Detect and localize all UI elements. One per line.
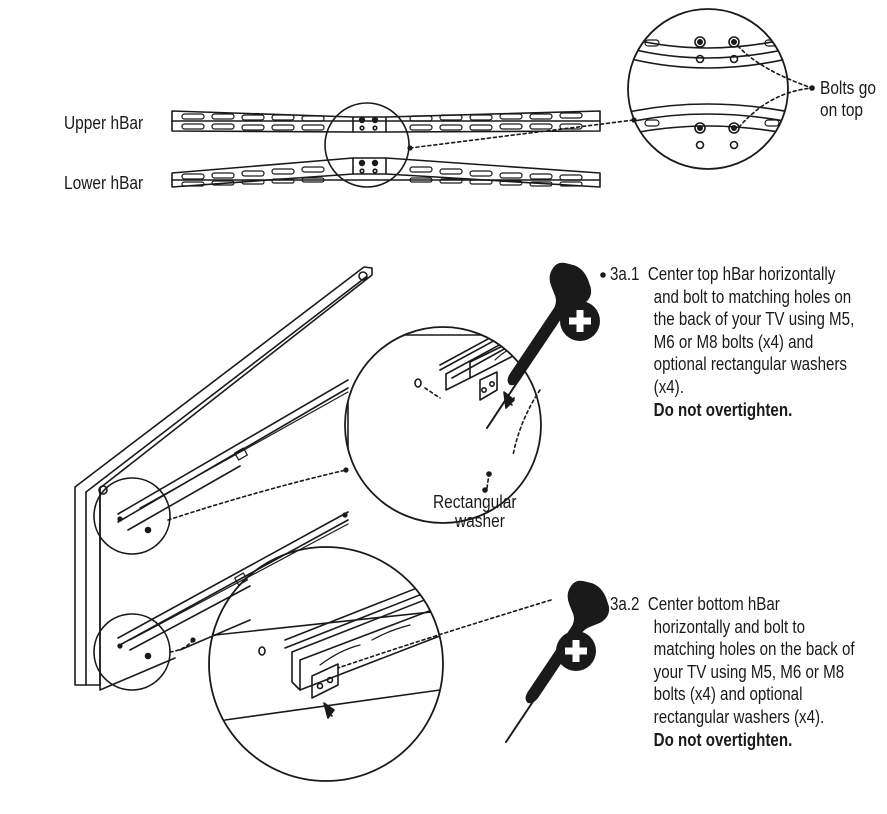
lower-rail-zoom-detail [208,546,444,782]
bolts-zoom-detail [627,8,789,170]
step-line: horizontally and bolt to [653,616,805,637]
washer-label-line2: washer [454,511,505,531]
upper-left-callout-circle [93,477,171,555]
step-warning: Do not overtighten. [653,399,793,420]
bolts-on-top-label: Bolts go on top [820,77,876,121]
hbar-leader-line [409,119,635,149]
step-line: your TV using M5, M6 or M8 [653,661,845,682]
rectangular-washer-label: Rectangular washer [433,493,516,531]
step-line: Center top hBar horizontally [647,264,836,284]
step-number: 3a.2 [610,594,640,614]
bolts-label-line2: on top [820,100,864,120]
upper-hbar [171,110,601,133]
step-number: 3a.1 [610,264,640,284]
step-line: Center bottom hBar [647,594,780,614]
upper-hbar-label: Upper hBar [64,113,144,133]
step-warning: Do not overtighten. [653,729,793,750]
step-line: the back of your TV using M5, [653,309,855,330]
step-line: bolts (x4) and optional [653,684,803,705]
step-line: optional rectangular washers [653,354,847,375]
phillips-plus-icon [556,631,596,671]
step-line: M6 or M8 bolts (x4) and [653,331,814,352]
step-line: rectangular washers (x4). [653,706,825,727]
phillips-screwdriver-icon [486,262,592,456]
step-3a1: 3a.1 Center top hBar horizontally and bo… [610,263,854,421]
bolts-leader-line [737,45,813,127]
lower-hbar-label: Lower hBar [64,173,144,193]
hbar-center-callout-circle [324,102,410,188]
step-3a2: 3a.2 Center bottom hBar horizontally and… [610,593,855,751]
phillips-plus-icon [560,301,600,341]
lower-left-callout-circle [93,613,171,691]
tv-upper-rail [117,379,349,534]
step-line: (x4). [653,376,684,397]
step-line: and bolt to matching holes on [653,286,852,307]
bolts-label-line1: Bolts go [820,78,876,98]
step-line: matching holes on the back of [653,639,855,660]
lower-hbar [171,157,601,188]
tv-back-panel [74,266,373,691]
washer-label-line1: Rectangular [433,492,517,512]
tv-lower-rail [117,511,349,660]
